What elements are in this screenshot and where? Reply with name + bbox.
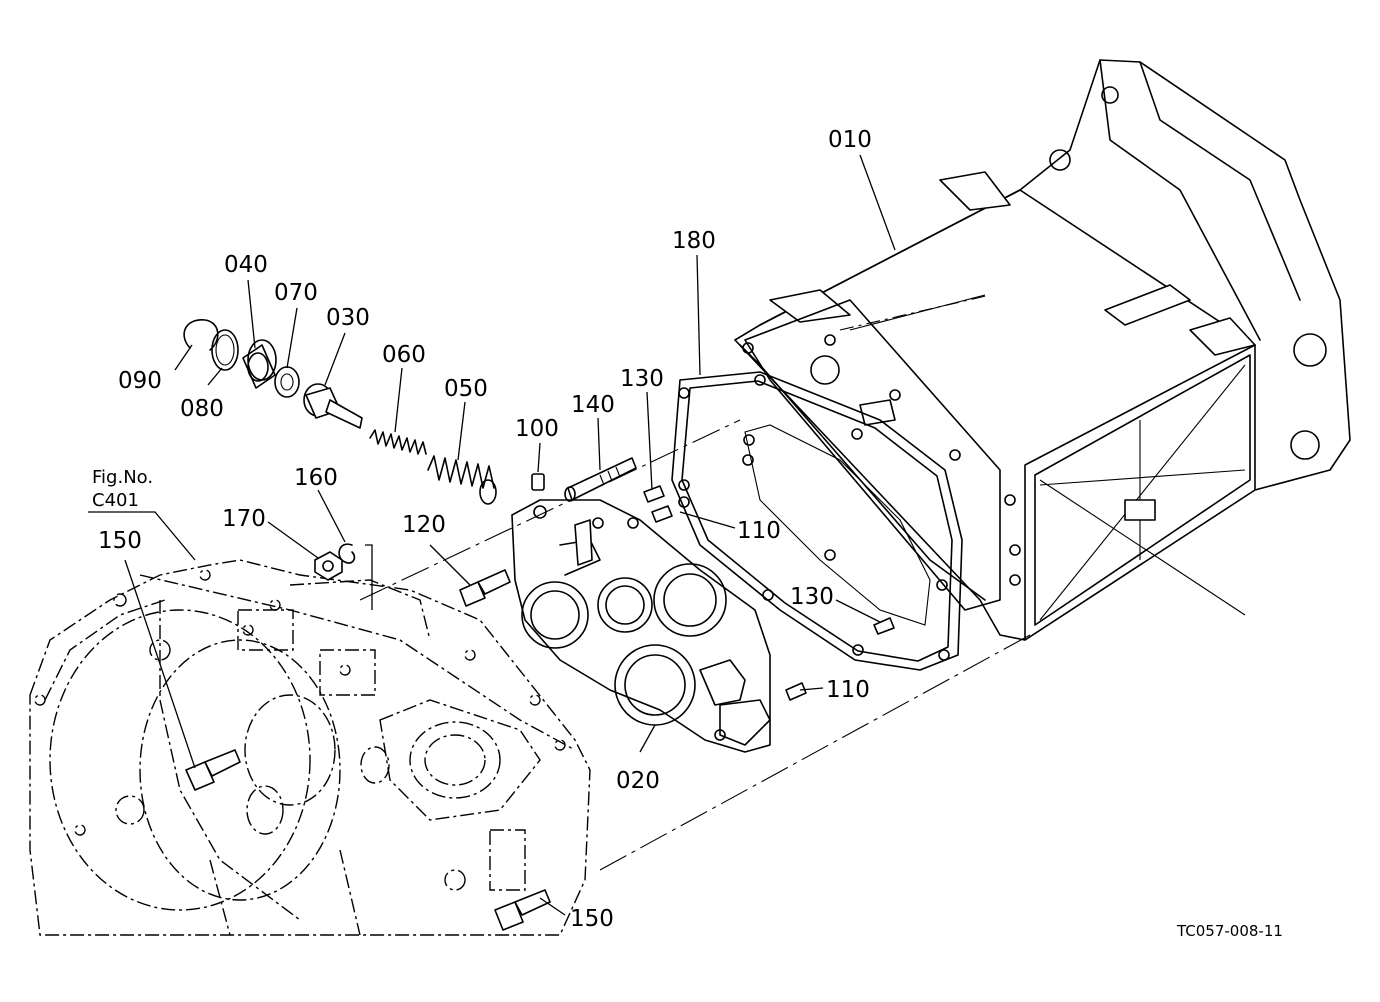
bolt-150-upper <box>185 749 241 791</box>
spring-050 <box>427 455 495 489</box>
callout-180: 180 <box>672 228 716 254</box>
transmission-case-010 <box>734 59 1351 641</box>
clip-160 <box>338 543 356 564</box>
callout-030: 030 <box>326 305 370 331</box>
bolt-150-lower <box>494 889 551 931</box>
callout-140: 140 <box>571 392 615 418</box>
pin-130-upper <box>643 485 673 523</box>
washer-070 <box>274 366 300 398</box>
callout-130-lower: 130 <box>790 584 834 610</box>
callout-010: 010 <box>828 127 872 153</box>
o-ring-080 <box>211 329 239 371</box>
clutch-housing <box>29 559 591 936</box>
callout-130-upper: 130 <box>620 366 664 392</box>
callout-110-upper: 110 <box>737 518 781 544</box>
gasket-180 <box>671 371 963 671</box>
reference-lines <box>359 294 1031 871</box>
callout-120: 120 <box>402 512 446 538</box>
callout-150-lower: 150 <box>570 906 614 932</box>
drawing-code: TC057-008-11 <box>1176 922 1283 940</box>
callout-110-lower: 110 <box>826 677 870 703</box>
callout-080: 080 <box>180 396 224 422</box>
callout-100: 100 <box>515 416 559 442</box>
spring-060 <box>369 429 427 455</box>
callout-090: 090 <box>118 368 162 394</box>
callout-040: 040 <box>224 252 268 278</box>
pin-110-lower <box>785 682 807 701</box>
callout-150-upper: 150 <box>98 528 142 554</box>
callout-060: 060 <box>382 342 426 368</box>
callout-170: 170 <box>222 506 266 532</box>
fig-ref-line1: Fig.No. <box>92 467 153 488</box>
intermediate-plate-020 <box>511 499 771 753</box>
callout-020: 020 <box>616 768 660 794</box>
plug-040 <box>242 339 277 389</box>
callout-labels: 010 180 040 070 030 060 050 090 080 100 … <box>92 127 1283 940</box>
bolt-120 <box>459 569 511 607</box>
piston-030 <box>303 383 363 429</box>
leader-lines <box>88 154 896 916</box>
nut-170 <box>314 551 343 581</box>
stud-140 <box>564 457 637 502</box>
set-screw-100 <box>531 473 545 491</box>
callout-160: 160 <box>294 465 338 491</box>
callout-070: 070 <box>274 280 318 306</box>
fig-ref-line2: C401 <box>92 490 139 511</box>
pin-130-lower <box>873 617 895 635</box>
callout-050: 050 <box>444 376 488 402</box>
